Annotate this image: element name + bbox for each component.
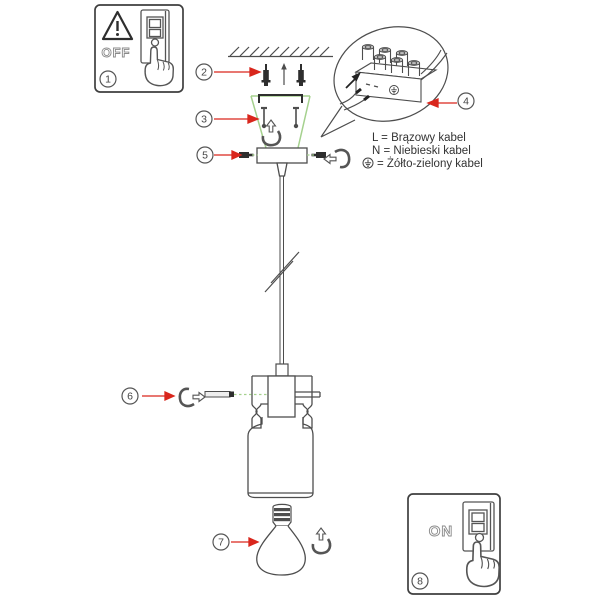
step-7-badge: 7 [212, 533, 230, 551]
svg-text:5: 5 [202, 150, 208, 162]
callout-ellipse [333, 26, 449, 122]
step-3-badge: 3 [195, 110, 213, 128]
step-5-arrow [214, 149, 243, 161]
switch-on-panel: ON [407, 493, 501, 595]
rotate-icon [261, 118, 282, 147]
mounting-bracket [258, 94, 303, 103]
svg-text:2: 2 [201, 67, 207, 79]
step-4-badge: 4 [457, 92, 475, 110]
step-8-badge: 8 [411, 572, 429, 590]
glass-shade [247, 417, 314, 499]
switch-off-panel: OFF [94, 4, 184, 93]
svg-text:1: 1 [105, 74, 111, 86]
step-6-arrow [142, 390, 176, 402]
step-2-badge: 2 [195, 63, 213, 81]
terminal-block [354, 44, 438, 103]
step-4-arrow [426, 98, 457, 108]
cone-screws [259, 106, 301, 147]
holder-side-screw [295, 391, 321, 398]
callout-tail [320, 105, 356, 138]
svg-text:7: 7 [218, 537, 224, 549]
step-6-badge: 6 [121, 387, 139, 405]
light-switch-icon [140, 9, 170, 64]
up-arrow-icon [281, 63, 287, 85]
legend-earth: = Żółto-zielony kabel [377, 157, 483, 170]
legend-live: L = Brązowy kabel [372, 132, 466, 144]
on-label: ON [429, 523, 454, 540]
warning-icon [101, 10, 134, 41]
lamp-holder [251, 375, 321, 429]
canopy-base [256, 147, 308, 177]
light-bulb [256, 503, 332, 576]
bulb-glass [256, 525, 306, 576]
cable-break-mark [264, 260, 294, 293]
wiring-callout [320, 26, 449, 138]
step-7-arrow [231, 536, 260, 548]
rotate-icon [322, 148, 351, 169]
svg-text:6: 6 [127, 391, 133, 403]
step-1-badge: 1 [99, 70, 117, 88]
mounting-screws [261, 63, 306, 86]
pendant-cable [264, 176, 300, 364]
cord-grip [275, 363, 289, 377]
wire-direction-arrow [345, 72, 361, 89]
svg-text:3: 3 [201, 114, 207, 126]
step-5-badge: 5 [196, 146, 214, 164]
rotate-icon [311, 526, 332, 555]
holder-screw-assembly [178, 387, 268, 408]
rotate-icon [178, 387, 207, 408]
off-label: OFF [102, 45, 131, 60]
svg-text:8: 8 [417, 576, 423, 588]
legend-neutral: N = Niebieski kabel [372, 145, 471, 157]
step-2-arrow [214, 67, 262, 77]
terminal-cylinders [361, 44, 421, 76]
step-3-arrow [214, 114, 260, 124]
svg-text:4: 4 [463, 96, 469, 108]
wiring-legend: L = Brązowy kabel N = Niebieski kabel = … [362, 132, 483, 170]
light-switch-icon [462, 501, 495, 552]
step-badges: 1 2 3 4 5 6 7 8 [99, 63, 475, 590]
earth-icon [362, 157, 374, 169]
step-arrows [142, 67, 457, 548]
canopy-side-screws [239, 148, 351, 169]
ceiling-hatching [228, 46, 333, 58]
supply-wires [339, 49, 448, 111]
cable-break-mark [270, 251, 300, 284]
